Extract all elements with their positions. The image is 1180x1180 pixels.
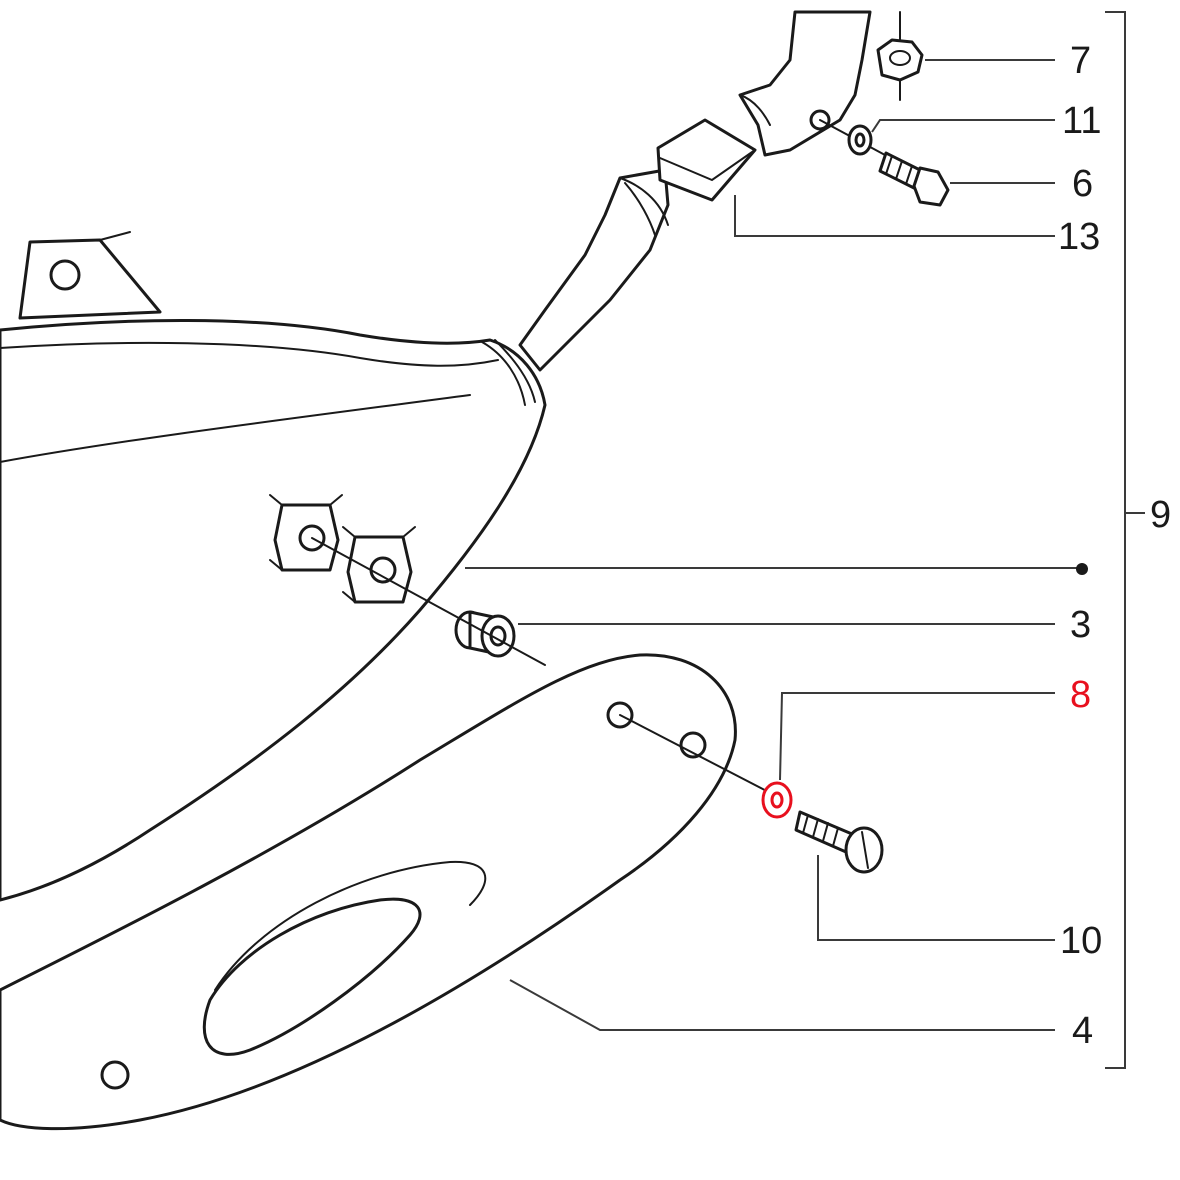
bolt-6 (878, 151, 950, 207)
reference-dot (1076, 563, 1088, 575)
clip-nut-left (269, 494, 343, 572)
clip-nut-right (342, 526, 416, 604)
assembly-axis-lower (311, 537, 546, 666)
washer-8 (761, 781, 793, 819)
washer-11 (847, 124, 873, 156)
bushing-3 (454, 610, 516, 658)
callout-9: 9 (1150, 494, 1171, 536)
leader-lines (465, 11, 1145, 1069)
muffler-body (0, 231, 547, 902)
callout-7: 7 (1070, 40, 1091, 82)
callout-10: 10 (1060, 920, 1102, 962)
callout-8: 8 (1070, 674, 1091, 716)
exhaust-header-pipe (518, 10, 872, 372)
assembly-axis-shield (619, 714, 781, 799)
callout-6: 6 (1072, 163, 1093, 205)
screw-10 (794, 810, 884, 874)
callout-11: 11 (1062, 100, 1101, 142)
nut-7 (876, 11, 924, 101)
callout-3: 3 (1070, 604, 1091, 646)
heat-shield-4 (0, 653, 737, 1131)
callout-4: 4 (1072, 1010, 1093, 1052)
gasket-13 (656, 118, 757, 202)
callout-13: 13 (1058, 216, 1100, 258)
